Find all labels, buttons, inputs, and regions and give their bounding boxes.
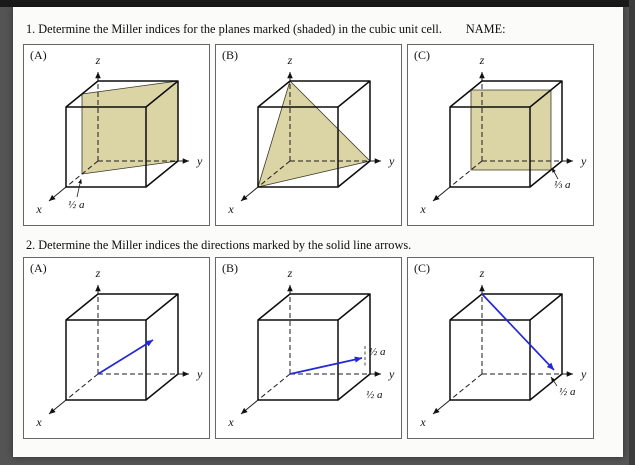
- name-label: NAME:: [465, 22, 506, 36]
- shaded-plane: [257, 80, 371, 188]
- q2-panel-b: (B) ½ a: [215, 257, 402, 439]
- cube-edges: [257, 80, 371, 188]
- unit-cell-direction-figure-c: ½ a z y x: [419, 266, 587, 429]
- lower-half-a-label: ½ a: [366, 389, 383, 401]
- panel-letter: (B): [222, 48, 238, 62]
- intercept-annotation: ½ a: [68, 178, 85, 211]
- x-axis-label: x: [227, 202, 234, 216]
- z-axis-label: z: [95, 266, 101, 280]
- x-axis-label: x: [419, 202, 426, 216]
- shaded-plane: [81, 80, 179, 175]
- q1-panel-c: (C) ⅓ a: [407, 44, 594, 226]
- dimension-annotations: ½ a ½ a: [364, 346, 386, 401]
- shaded-plane: [470, 89, 552, 171]
- dimension-annotations: ½ a: [550, 376, 576, 398]
- question-2-text: 2. Determine the Miller indices the dire…: [26, 238, 412, 252]
- question-1: 1. Determine the Miller indices for the …: [26, 22, 506, 37]
- intercept-label: ½ a: [68, 199, 85, 211]
- question-1-figures: (A) ½ a: [23, 44, 594, 226]
- worksheet-page: 1. Determine the Miller indices for the …: [13, 7, 623, 457]
- x-axis-label: x: [35, 415, 42, 429]
- y-axis-label: y: [388, 367, 395, 381]
- q1-panel-b: (B) z y x: [215, 44, 402, 226]
- z-axis-label: z: [287, 266, 293, 280]
- cube-edges: [257, 293, 371, 401]
- unit-cell-plane-figure-a: ½ a z y x: [35, 53, 203, 216]
- question-1-text: 1. Determine the Miller indices for the …: [26, 22, 442, 36]
- q1-panel-a: (A) ½ a: [23, 44, 210, 226]
- panel-letter: (A): [30, 48, 47, 62]
- direction-arrow: [289, 356, 363, 375]
- q2-panel-c: (C) ½ a: [407, 257, 594, 439]
- crystal-axes: [240, 72, 381, 202]
- unit-cell-plane-figure-b: z y x: [227, 53, 395, 216]
- panel-letter: (C): [414, 48, 430, 62]
- upper-half-a-label: ½ a: [369, 346, 386, 358]
- unit-cell-plane-figure-c: ⅓ a z y x: [419, 53, 587, 216]
- y-axis-label: y: [196, 154, 203, 168]
- cube-edges: [449, 80, 563, 188]
- y-axis-label: y: [196, 367, 203, 381]
- x-axis-label: x: [227, 415, 234, 429]
- half-a-label: ½ a: [559, 386, 576, 398]
- intercept-annotation: ⅓ a: [551, 167, 571, 191]
- y-axis-label: y: [580, 367, 587, 381]
- unit-cell-direction-figure-a: z y x: [35, 266, 203, 429]
- cube-edges: [65, 80, 179, 188]
- direction-arrow: [481, 293, 555, 371]
- cube-edges: [65, 293, 179, 401]
- crystal-axes: [432, 72, 573, 202]
- z-axis-label: z: [287, 53, 293, 67]
- crystal-axes: [432, 285, 573, 415]
- z-axis-label: z: [479, 266, 485, 280]
- scan-border-right: [629, 0, 635, 465]
- panel-letter: (B): [222, 261, 238, 275]
- x-axis-label: x: [419, 415, 426, 429]
- crystal-axes: [240, 285, 381, 415]
- crystal-axes: [48, 285, 189, 415]
- z-axis-label: z: [95, 53, 101, 67]
- y-axis-label: y: [580, 154, 587, 168]
- y-axis-label: y: [388, 154, 395, 168]
- intercept-label: ⅓ a: [554, 179, 571, 191]
- panel-letter: (C): [414, 261, 430, 275]
- unit-cell-direction-figure-b: ½ a ½ a z y x: [227, 266, 395, 429]
- crystal-axes: [48, 72, 189, 202]
- z-axis-label: z: [479, 53, 485, 67]
- x-axis-label: x: [35, 202, 42, 216]
- panel-letter: (A): [30, 261, 47, 275]
- direction-arrow: [97, 339, 154, 375]
- question-2-figures: (A) z y x: [23, 257, 594, 439]
- question-2: 2. Determine the Miller indices the dire…: [26, 238, 411, 253]
- scan-border-top: [0, 0, 635, 7]
- cube-edges: [449, 293, 563, 401]
- q2-panel-a: (A) z y x: [23, 257, 210, 439]
